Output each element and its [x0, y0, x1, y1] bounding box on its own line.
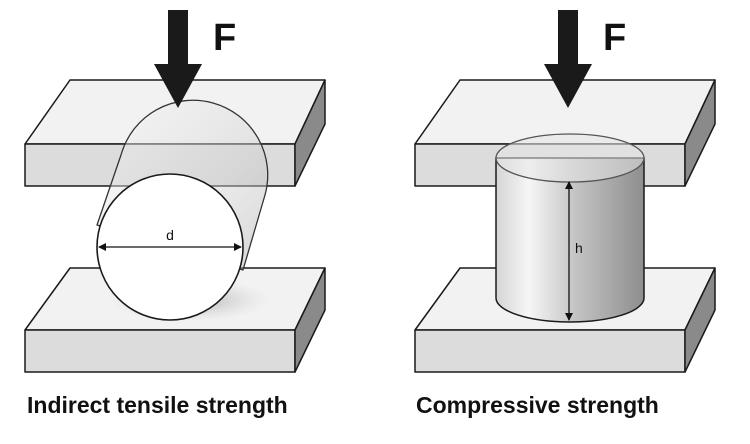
force-label-right: F	[603, 17, 626, 59]
force-arrow-right	[544, 10, 592, 108]
force-label-left: F	[213, 17, 236, 59]
force-arrow-left	[154, 10, 202, 108]
compressive-caption: Compressive strength	[416, 392, 659, 418]
diameter-label: d	[166, 227, 174, 243]
indirect-tensile-caption: Indirect tensile strength	[27, 392, 288, 418]
compressive-setup: h F	[414, 10, 716, 373]
cylinder-specimen-side	[96, 99, 269, 321]
height-label: h	[575, 240, 583, 256]
indirect-tensile-setup: d F	[24, 10, 326, 373]
cylinder-specimen-upright	[495, 133, 645, 323]
